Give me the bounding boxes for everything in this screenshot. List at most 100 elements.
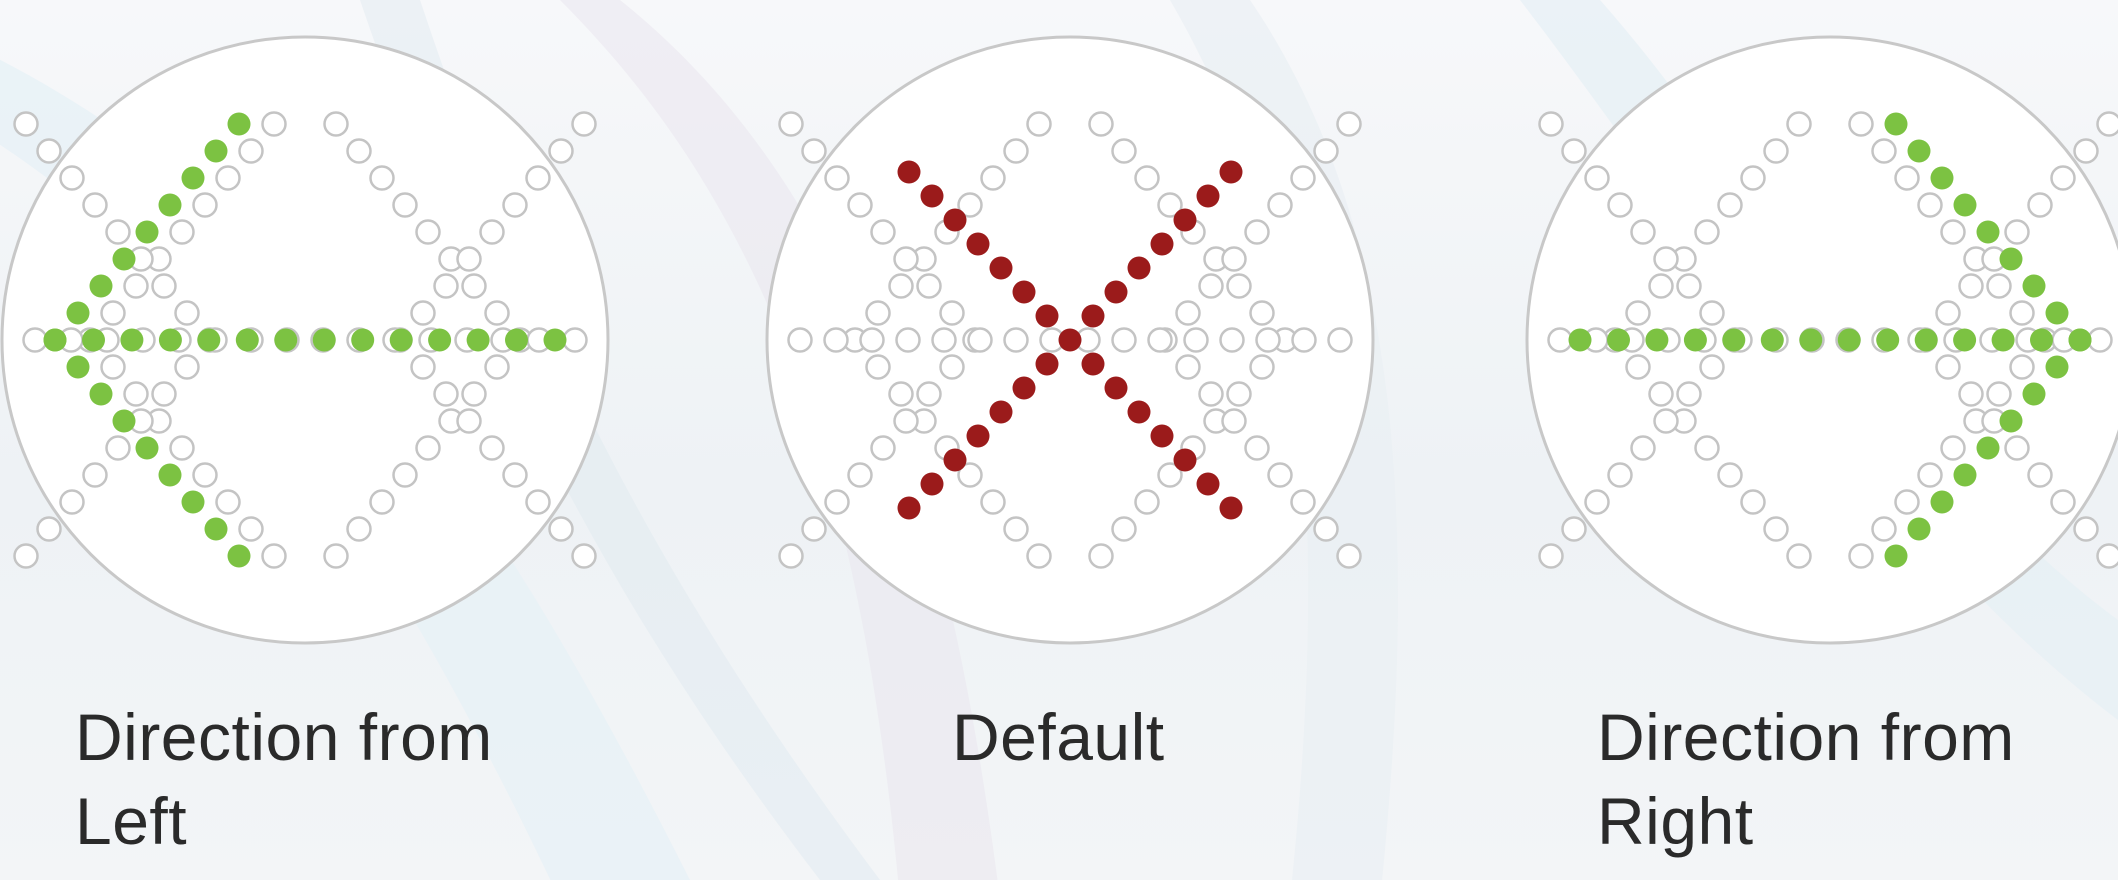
unlit-dot [1290,489,1316,515]
lit-dot [43,328,67,352]
unlit-dot [1894,489,1920,515]
unlit-dot [415,435,441,461]
lit-dot [1645,328,1669,352]
panel-default: Default [700,0,1400,880]
unlit-dot [1175,354,1201,380]
unlit-dot [1561,138,1587,164]
lit-dot [227,544,251,568]
unlit-dot [1648,381,1674,407]
lit-dot [966,232,990,256]
unlit-dot [893,246,919,272]
lit-dot [1058,328,1082,352]
unlit-dot [1219,327,1245,353]
unlit-dot [1676,273,1702,299]
unlit-dot [548,138,574,164]
lit-dot [1035,352,1059,376]
lit-dot [1930,166,1954,190]
lit-dot [1196,184,1220,208]
lit-dot [1104,280,1128,304]
lit-dot [1035,304,1059,328]
unlit-dot [1917,192,1943,218]
lit-dot [66,355,90,379]
unlit-dot [1290,165,1316,191]
lit-dot [1953,463,1977,487]
lit-dot [204,139,228,163]
lit-dot [1196,472,1220,496]
unlit-dot [939,354,965,380]
unlit-dot [100,354,126,380]
unlit-dot [865,300,891,326]
unlit-dot [888,381,914,407]
lit-dot [966,424,990,448]
lit-dot [89,382,113,406]
unlit-dot [1313,138,1339,164]
unlit-dot [1221,246,1247,272]
unlit-dot [1786,111,1812,137]
unlit-dot [456,246,482,272]
unlit-dot [346,516,372,542]
unlit-dot [525,489,551,515]
unlit-dot [1026,543,1052,569]
unlit-dot [1111,327,1137,353]
caption-line-1: Default [952,700,1165,774]
unlit-dot [2050,489,2076,515]
unlit-dot [215,165,241,191]
unlit-dot [36,138,62,164]
lit-dot [1081,352,1105,376]
unlit-dot [169,219,195,245]
lit-dot [1173,208,1197,232]
lit-dot [204,517,228,541]
lit-dot [312,328,336,352]
unlit-dot [2027,192,2053,218]
unlit-dot [59,489,85,515]
unlit-dot [1198,381,1224,407]
unlit-dot [1327,327,1353,353]
lit-dot [82,328,105,352]
unlit-dot [1630,435,1656,461]
lit-dot [2045,355,2069,379]
unlit-dot [1244,435,1270,461]
unlit-dot [151,273,177,299]
lit-dot [1219,160,1243,184]
unlit-dot [1630,219,1656,245]
unlit-dot [1848,543,1874,569]
unlit-dot [1175,300,1201,326]
caption-line-1: Direction from [75,700,493,774]
unlit-dot [323,543,349,569]
lit-dot [2030,328,2053,352]
arrow-left-sign-icon [0,35,610,645]
unlit-dot [82,462,108,488]
lit-dot [943,208,967,232]
caption-line-2: Left [75,784,188,858]
lit-dot [505,328,528,352]
unlit-dot [82,192,108,218]
unlit-dot [123,273,149,299]
unlit-dot [13,111,39,137]
unlit-dot [967,327,993,353]
unlit-dot [1940,219,1966,245]
lit-dot [389,328,413,352]
unlit-dot [1648,273,1674,299]
lit-dot [1568,328,1592,352]
lit-dot [1907,517,1931,541]
unlit-dot [778,111,804,137]
panel-direction-right: Direction from Right [1400,0,2118,880]
lit-dot [158,463,182,487]
unlit-dot [1088,111,1114,137]
unlit-dot [1244,219,1270,245]
unlit-dot [1699,354,1725,380]
caption-default: Default [952,695,1165,779]
unlit-dot [346,138,372,164]
lit-dot [1837,328,1861,352]
unlit-dot [2027,462,2053,488]
lit-dot [2022,274,2046,298]
unlit-dot [1313,516,1339,542]
unlit-dot [151,381,177,407]
unlit-dot [1003,327,1029,353]
lit-dot [181,490,205,514]
lit-dot [89,274,113,298]
lit-dot [897,160,921,184]
unlit-dot [859,327,885,353]
unlit-dot [931,327,957,353]
